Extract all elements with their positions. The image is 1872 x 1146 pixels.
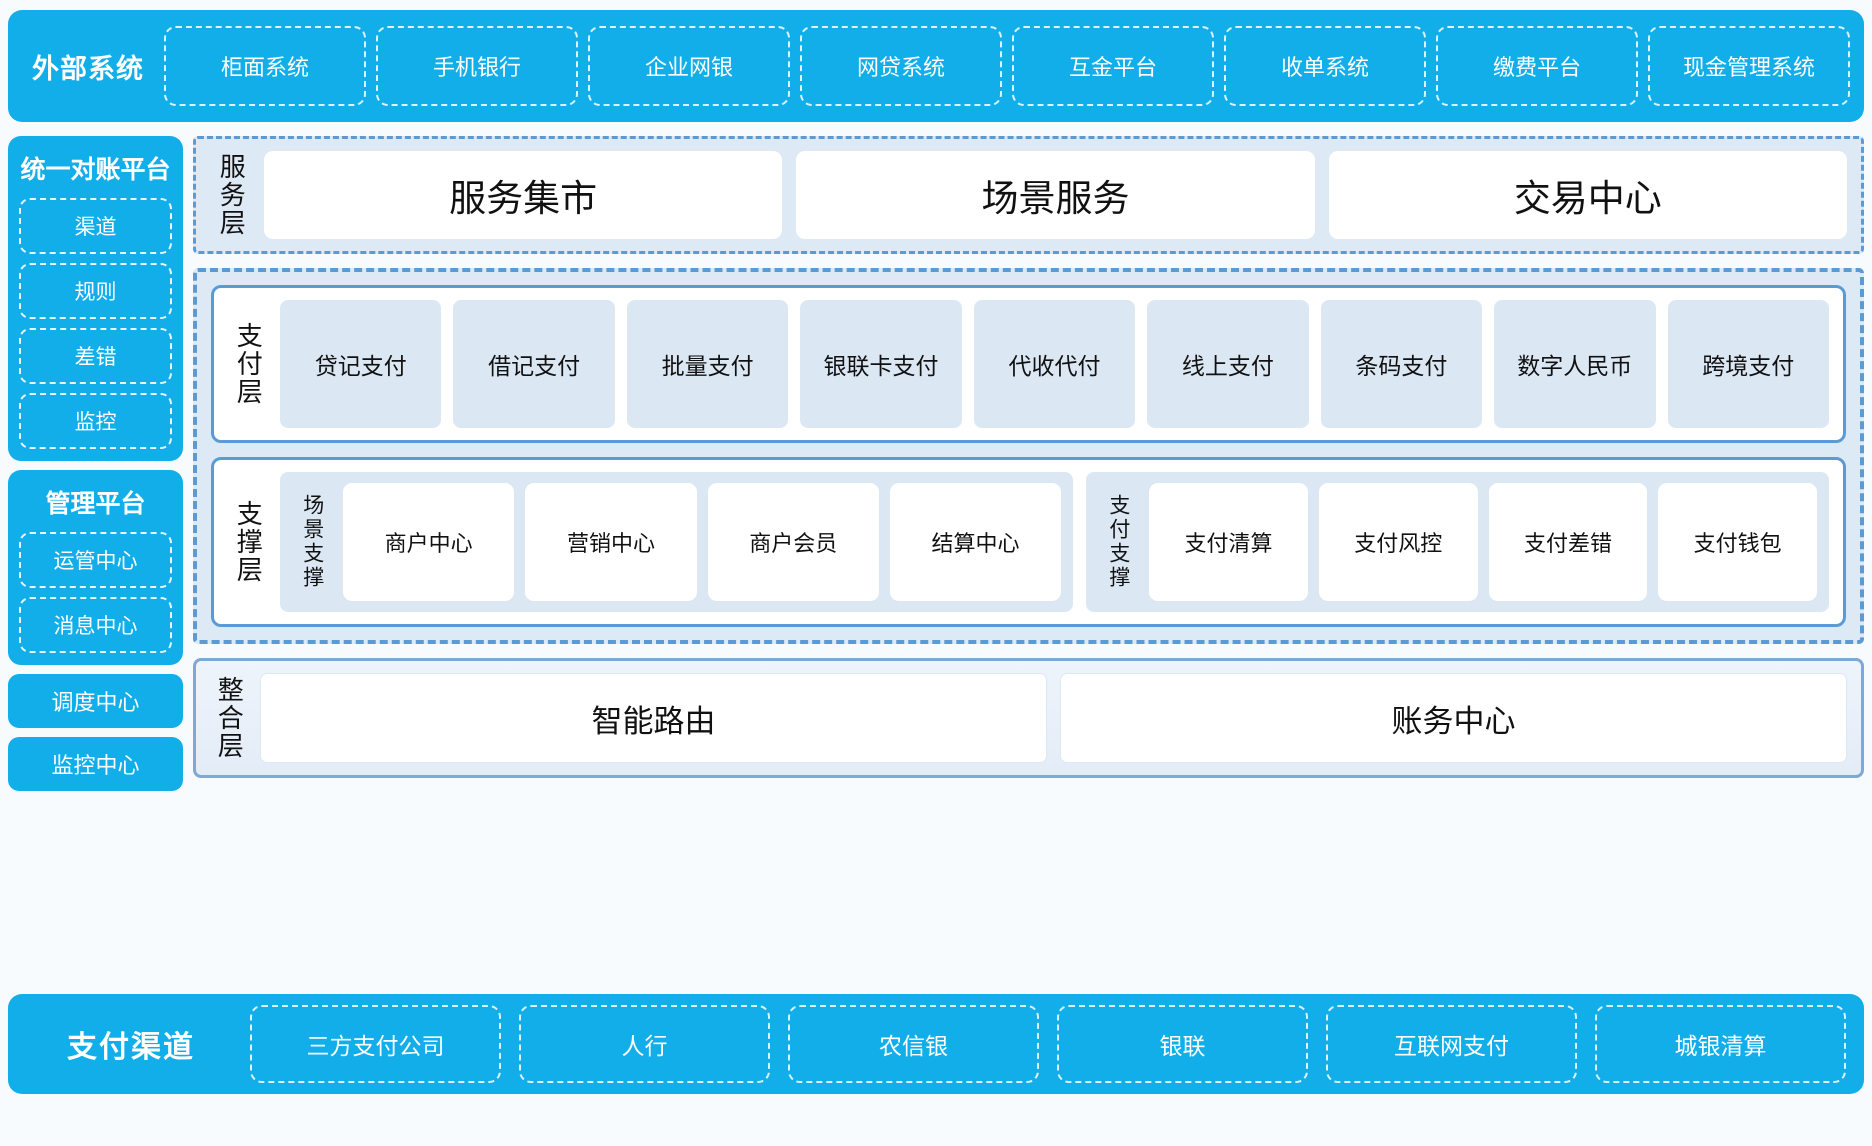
layer-stack: 服务层 服务集市 场景服务 交易中心 支付层 贷记支付 借记支付 [193, 136, 1864, 978]
rail-item-monitor[interactable]: 监控 [19, 393, 172, 449]
service-card-market[interactable]: 服务集市 [264, 151, 783, 239]
payment-channel-item[interactable]: 三方支付公司 [250, 1005, 501, 1083]
external-systems-bar: 外部系统 柜面系统 手机银行 企业网银 网贷系统 互金平台 收单系统 缴费平台 … [8, 10, 1864, 122]
external-system-item[interactable]: 缴费平台 [1436, 26, 1638, 106]
payment-channel-bar: 支付渠道 三方支付公司 人行 农信银 银联 互联网支付 城银清算 [8, 994, 1864, 1094]
rail-item-channel[interactable]: 渠道 [19, 198, 172, 254]
support-item[interactable]: 结算中心 [889, 483, 1062, 601]
left-rail: 统一对账平台 渠道 规则 差错 监控 管理平台 运管中心 消息中心 调度中心 监… [8, 136, 183, 978]
payment-channel-item[interactable]: 人行 [519, 1005, 770, 1083]
payment-tile[interactable]: 批量支付 [626, 300, 789, 428]
core-platform-panel: 支付层 贷记支付 借记支付 批量支付 银联卡支付 代收代付 线上支付 条码支付 … [193, 268, 1864, 644]
payment-channel-item[interactable]: 银联 [1057, 1005, 1308, 1083]
support-item[interactable]: 营销中心 [525, 483, 697, 601]
external-system-item[interactable]: 收单系统 [1224, 26, 1426, 106]
payment-channel-list: 三方支付公司 人行 农信银 银联 互联网支付 城银清算 [250, 1005, 1846, 1083]
external-systems-title: 外部系统 [32, 53, 144, 84]
support-layer-groups: 场景支撑 商户中心 营销中心 商户会员 结算中心 支付支撑 [280, 472, 1829, 612]
payment-channel-item[interactable]: 城银清算 [1595, 1005, 1846, 1083]
payment-channel-item[interactable]: 互联网支付 [1326, 1005, 1577, 1083]
rail-item-error[interactable]: 差错 [19, 328, 172, 384]
payment-layer-panel: 支付层 贷记支付 借记支付 批量支付 银联卡支付 代收代付 线上支付 条码支付 … [211, 285, 1846, 443]
external-system-item[interactable]: 企业网银 [588, 26, 790, 106]
support-layer-panel: 支撑层 场景支撑 商户中心 营销中心 商户会员 结算中心 [211, 457, 1846, 627]
reconciliation-platform-card: 统一对账平台 渠道 规则 差错 监控 [8, 136, 183, 461]
management-platform-card: 管理平台 运管中心 消息中心 [8, 470, 183, 665]
scene-support-group: 场景支撑 商户中心 营销中心 商户会员 结算中心 [280, 472, 1074, 612]
integration-card-smart-routing[interactable]: 智能路由 [260, 673, 1047, 763]
payment-tile[interactable]: 银联卡支付 [800, 300, 962, 428]
integration-layer-cards: 智能路由 账务中心 [260, 673, 1847, 763]
payment-tile[interactable]: 线上支付 [1147, 300, 1309, 428]
integration-layer-label: 整合层 [214, 676, 245, 760]
service-layer-cards: 服务集市 场景服务 交易中心 [264, 151, 1847, 239]
support-item[interactable]: 商户会员 [707, 483, 879, 601]
support-item[interactable]: 支付风控 [1318, 483, 1478, 601]
scene-support-label: 场景支撑 [300, 494, 324, 590]
rail-item-message-center[interactable]: 消息中心 [19, 597, 172, 653]
payment-tile[interactable]: 代收代付 [973, 300, 1136, 428]
external-system-item[interactable]: 网贷系统 [800, 26, 1002, 106]
integration-card-accounting-center[interactable]: 账务中心 [1060, 673, 1847, 763]
payment-support-group: 支付支撑 支付清算 支付风控 支付差错 支付钱包 [1086, 472, 1829, 612]
payment-tile[interactable]: 跨境支付 [1667, 300, 1829, 428]
rail-item-rule[interactable]: 规则 [19, 263, 172, 319]
external-system-item[interactable]: 柜面系统 [164, 26, 366, 106]
management-platform-title: 管理平台 [45, 490, 146, 518]
payment-tile[interactable]: 数字人民币 [1494, 300, 1656, 428]
external-systems-list: 柜面系统 手机银行 企业网银 网贷系统 互金平台 收单系统 缴费平台 现金管理系… [164, 26, 1850, 106]
integration-layer-panel: 整合层 智能路由 账务中心 [193, 658, 1864, 778]
external-system-item[interactable]: 现金管理系统 [1648, 26, 1850, 106]
reconciliation-platform-title: 统一对账平台 [20, 156, 171, 184]
support-item[interactable]: 支付清算 [1149, 483, 1308, 601]
support-item[interactable]: 支付差错 [1488, 483, 1648, 601]
middle-region: 统一对账平台 渠道 规则 差错 监控 管理平台 运管中心 消息中心 调度中心 监… [8, 136, 1864, 978]
payment-channel-title: 支付渠道 [67, 1031, 195, 1064]
service-layer-label: 服务层 [216, 153, 247, 237]
external-system-item[interactable]: 互金平台 [1012, 26, 1214, 106]
payment-tile[interactable]: 贷记支付 [280, 300, 442, 428]
payment-tile[interactable]: 借记支付 [453, 300, 615, 428]
payment-layer-label: 支付层 [233, 322, 264, 406]
external-system-item[interactable]: 手机银行 [376, 26, 578, 106]
support-item[interactable]: 商户中心 [343, 483, 515, 601]
payment-layer-tiles: 贷记支付 借记支付 批量支付 银联卡支付 代收代付 线上支付 条码支付 数字人民… [280, 300, 1829, 428]
payment-tile[interactable]: 条码支付 [1320, 300, 1483, 428]
support-layer-label: 支撑层 [233, 500, 264, 584]
rail-item-operations-center[interactable]: 运管中心 [19, 532, 172, 588]
rail-item-monitoring-center[interactable]: 监控中心 [8, 737, 183, 791]
rail-item-scheduling-center[interactable]: 调度中心 [8, 674, 183, 728]
support-item[interactable]: 支付钱包 [1658, 483, 1818, 601]
payment-support-label: 支付支撑 [1106, 494, 1130, 590]
service-card-transaction-center[interactable]: 交易中心 [1328, 151, 1847, 239]
payment-channel-item[interactable]: 农信银 [788, 1005, 1039, 1083]
service-layer-panel: 服务层 服务集市 场景服务 交易中心 [193, 136, 1864, 254]
service-card-scenario[interactable]: 场景服务 [796, 151, 1315, 239]
